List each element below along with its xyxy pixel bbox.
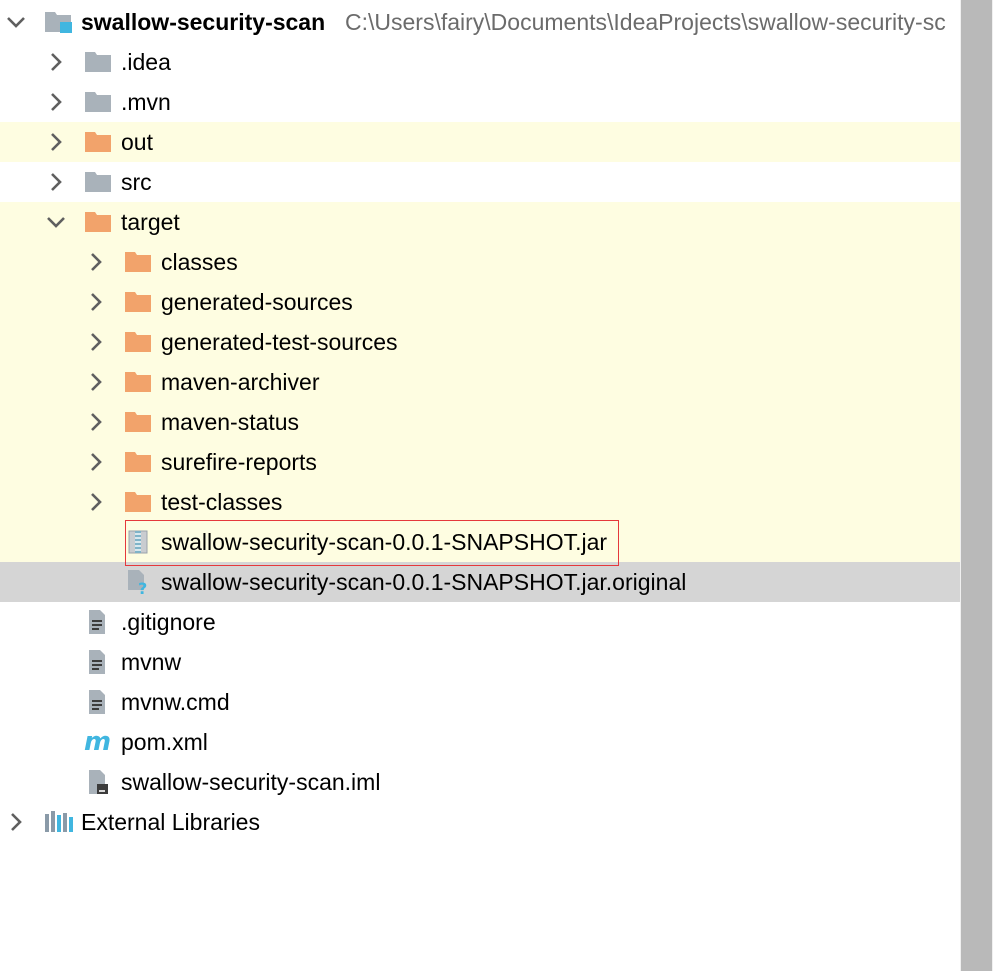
folder-orange-icon xyxy=(124,450,152,474)
iml-file-icon xyxy=(84,770,112,794)
svg-text:?: ? xyxy=(138,579,147,594)
tree-row-gitignore[interactable]: .gitignore xyxy=(0,602,960,642)
tree-item-label: generated-test-sources xyxy=(161,329,398,355)
tree-row-src[interactable]: src xyxy=(0,162,960,202)
chevron-down-icon[interactable] xyxy=(4,10,28,34)
scrollbar-thumb[interactable] xyxy=(961,0,992,971)
jar-archive-icon xyxy=(124,530,152,554)
tree-item-label: .idea xyxy=(121,49,171,75)
tree-row-test-classes[interactable]: test-classes xyxy=(0,482,960,522)
folder-orange-icon xyxy=(124,290,152,314)
folder-orange-icon xyxy=(124,250,152,274)
tree-item-label: maven-status xyxy=(161,409,300,435)
folder-orange-icon xyxy=(84,130,112,154)
chevron-down-icon[interactable] xyxy=(44,210,68,234)
tree-item-label: maven-archiver xyxy=(161,369,320,395)
tree-row-out[interactable]: out xyxy=(0,122,960,162)
maven-icon: m xyxy=(84,727,112,757)
text-file-icon xyxy=(84,690,112,714)
chevron-right-icon[interactable] xyxy=(44,90,68,114)
tree-item-label: .gitignore xyxy=(121,609,216,635)
libraries-icon xyxy=(44,810,73,834)
tree-item-label: out xyxy=(121,129,153,155)
tree-row-mvnw[interactable]: mvnw xyxy=(0,642,960,682)
folder-gray-icon xyxy=(84,170,112,194)
module-folder-icon xyxy=(44,10,72,34)
tree-item-label: mvnw xyxy=(121,649,182,675)
folder-gray-icon xyxy=(84,90,112,114)
chevron-right-icon[interactable] xyxy=(44,130,68,154)
tree-row-surefire-reports[interactable]: surefire-reports xyxy=(0,442,960,482)
tree-item-label: surefire-reports xyxy=(161,449,317,475)
chevron-right-icon[interactable] xyxy=(84,370,108,394)
folder-gray-icon xyxy=(84,50,112,74)
tree-row-generated-sources[interactable]: generated-sources xyxy=(0,282,960,322)
chevron-right-icon[interactable] xyxy=(84,330,108,354)
chevron-right-icon[interactable] xyxy=(84,450,108,474)
tree-item-label: External Libraries xyxy=(81,809,260,835)
tree-row-mvnw-cmd[interactable]: mvnw.cmd xyxy=(0,682,960,722)
folder-orange-icon xyxy=(124,410,152,434)
chevron-right-icon[interactable] xyxy=(84,290,108,314)
tree-row-idea[interactable]: .idea xyxy=(0,42,960,82)
project-path: C:\Users\fairy\Documents\IdeaProjects\sw… xyxy=(345,9,946,35)
folder-orange-icon xyxy=(84,210,112,234)
tree-item-label: pom.xml xyxy=(121,729,208,755)
tree-item-label: mvnw.cmd xyxy=(121,689,230,715)
chevron-right-icon[interactable] xyxy=(4,810,28,834)
tree-row-swallow-security-scan-0-0-1-snapshot-jar[interactable]: swallow-security-scan-0.0.1-SNAPSHOT.jar xyxy=(0,522,960,562)
project-tree: swallow-security-scan C:\Users\fairy\Docu… xyxy=(0,2,960,842)
tree-row-target[interactable]: target xyxy=(0,202,960,242)
tree-item-label: swallow-security-scan xyxy=(81,9,326,35)
tree-row-maven-archiver[interactable]: maven-archiver xyxy=(0,362,960,402)
unknown-file-icon: ? xyxy=(124,570,152,598)
chevron-right-icon[interactable] xyxy=(44,50,68,74)
folder-orange-icon xyxy=(124,330,152,354)
tree-item-label: target xyxy=(121,209,180,235)
tree-item-label: .mvn xyxy=(121,89,171,115)
tree-item-label: swallow-security-scan-0.0.1-SNAPSHOT.jar… xyxy=(161,569,687,595)
tree-row-pom-xml[interactable]: m pom.xml xyxy=(0,722,960,762)
vertical-scrollbar[interactable] xyxy=(960,0,993,971)
chevron-right-icon[interactable] xyxy=(84,410,108,434)
folder-orange-icon xyxy=(124,490,152,514)
text-file-icon xyxy=(84,650,112,674)
chevron-right-icon[interactable] xyxy=(44,170,68,194)
chevron-right-icon[interactable] xyxy=(84,490,108,514)
folder-orange-icon xyxy=(124,370,152,394)
tree-item-label: test-classes xyxy=(161,489,283,515)
tree-row-generated-test-sources[interactable]: generated-test-sources xyxy=(0,322,960,362)
chevron-right-icon[interactable] xyxy=(84,250,108,274)
tree-item-label: generated-sources xyxy=(161,289,353,315)
svg-text:m: m xyxy=(84,730,111,754)
tree-row-swallow-security-scan-0-0-1-snapshot-jar-original[interactable]: ? swallow-security-scan-0.0.1-SNAPSHOT.ja… xyxy=(0,562,960,602)
tree-item-label: src xyxy=(121,169,152,195)
text-file-icon xyxy=(84,610,112,634)
tree-item-label: swallow-security-scan-0.0.1-SNAPSHOT.jar xyxy=(161,529,608,555)
tree-row-swallow-security-scan-iml[interactable]: swallow-security-scan.iml xyxy=(0,762,960,802)
tree-row-classes[interactable]: classes xyxy=(0,242,960,282)
tree-row-mvn[interactable]: .mvn xyxy=(0,82,960,122)
tree-item-label: classes xyxy=(161,249,238,275)
tree-row-external-libraries[interactable]: External Libraries xyxy=(0,802,960,842)
tree-row-swallow-security-scan[interactable]: swallow-security-scan C:\Users\fairy\Docu… xyxy=(0,2,960,42)
tree-item-label: swallow-security-scan.iml xyxy=(121,769,381,795)
tree-row-maven-status[interactable]: maven-status xyxy=(0,402,960,442)
